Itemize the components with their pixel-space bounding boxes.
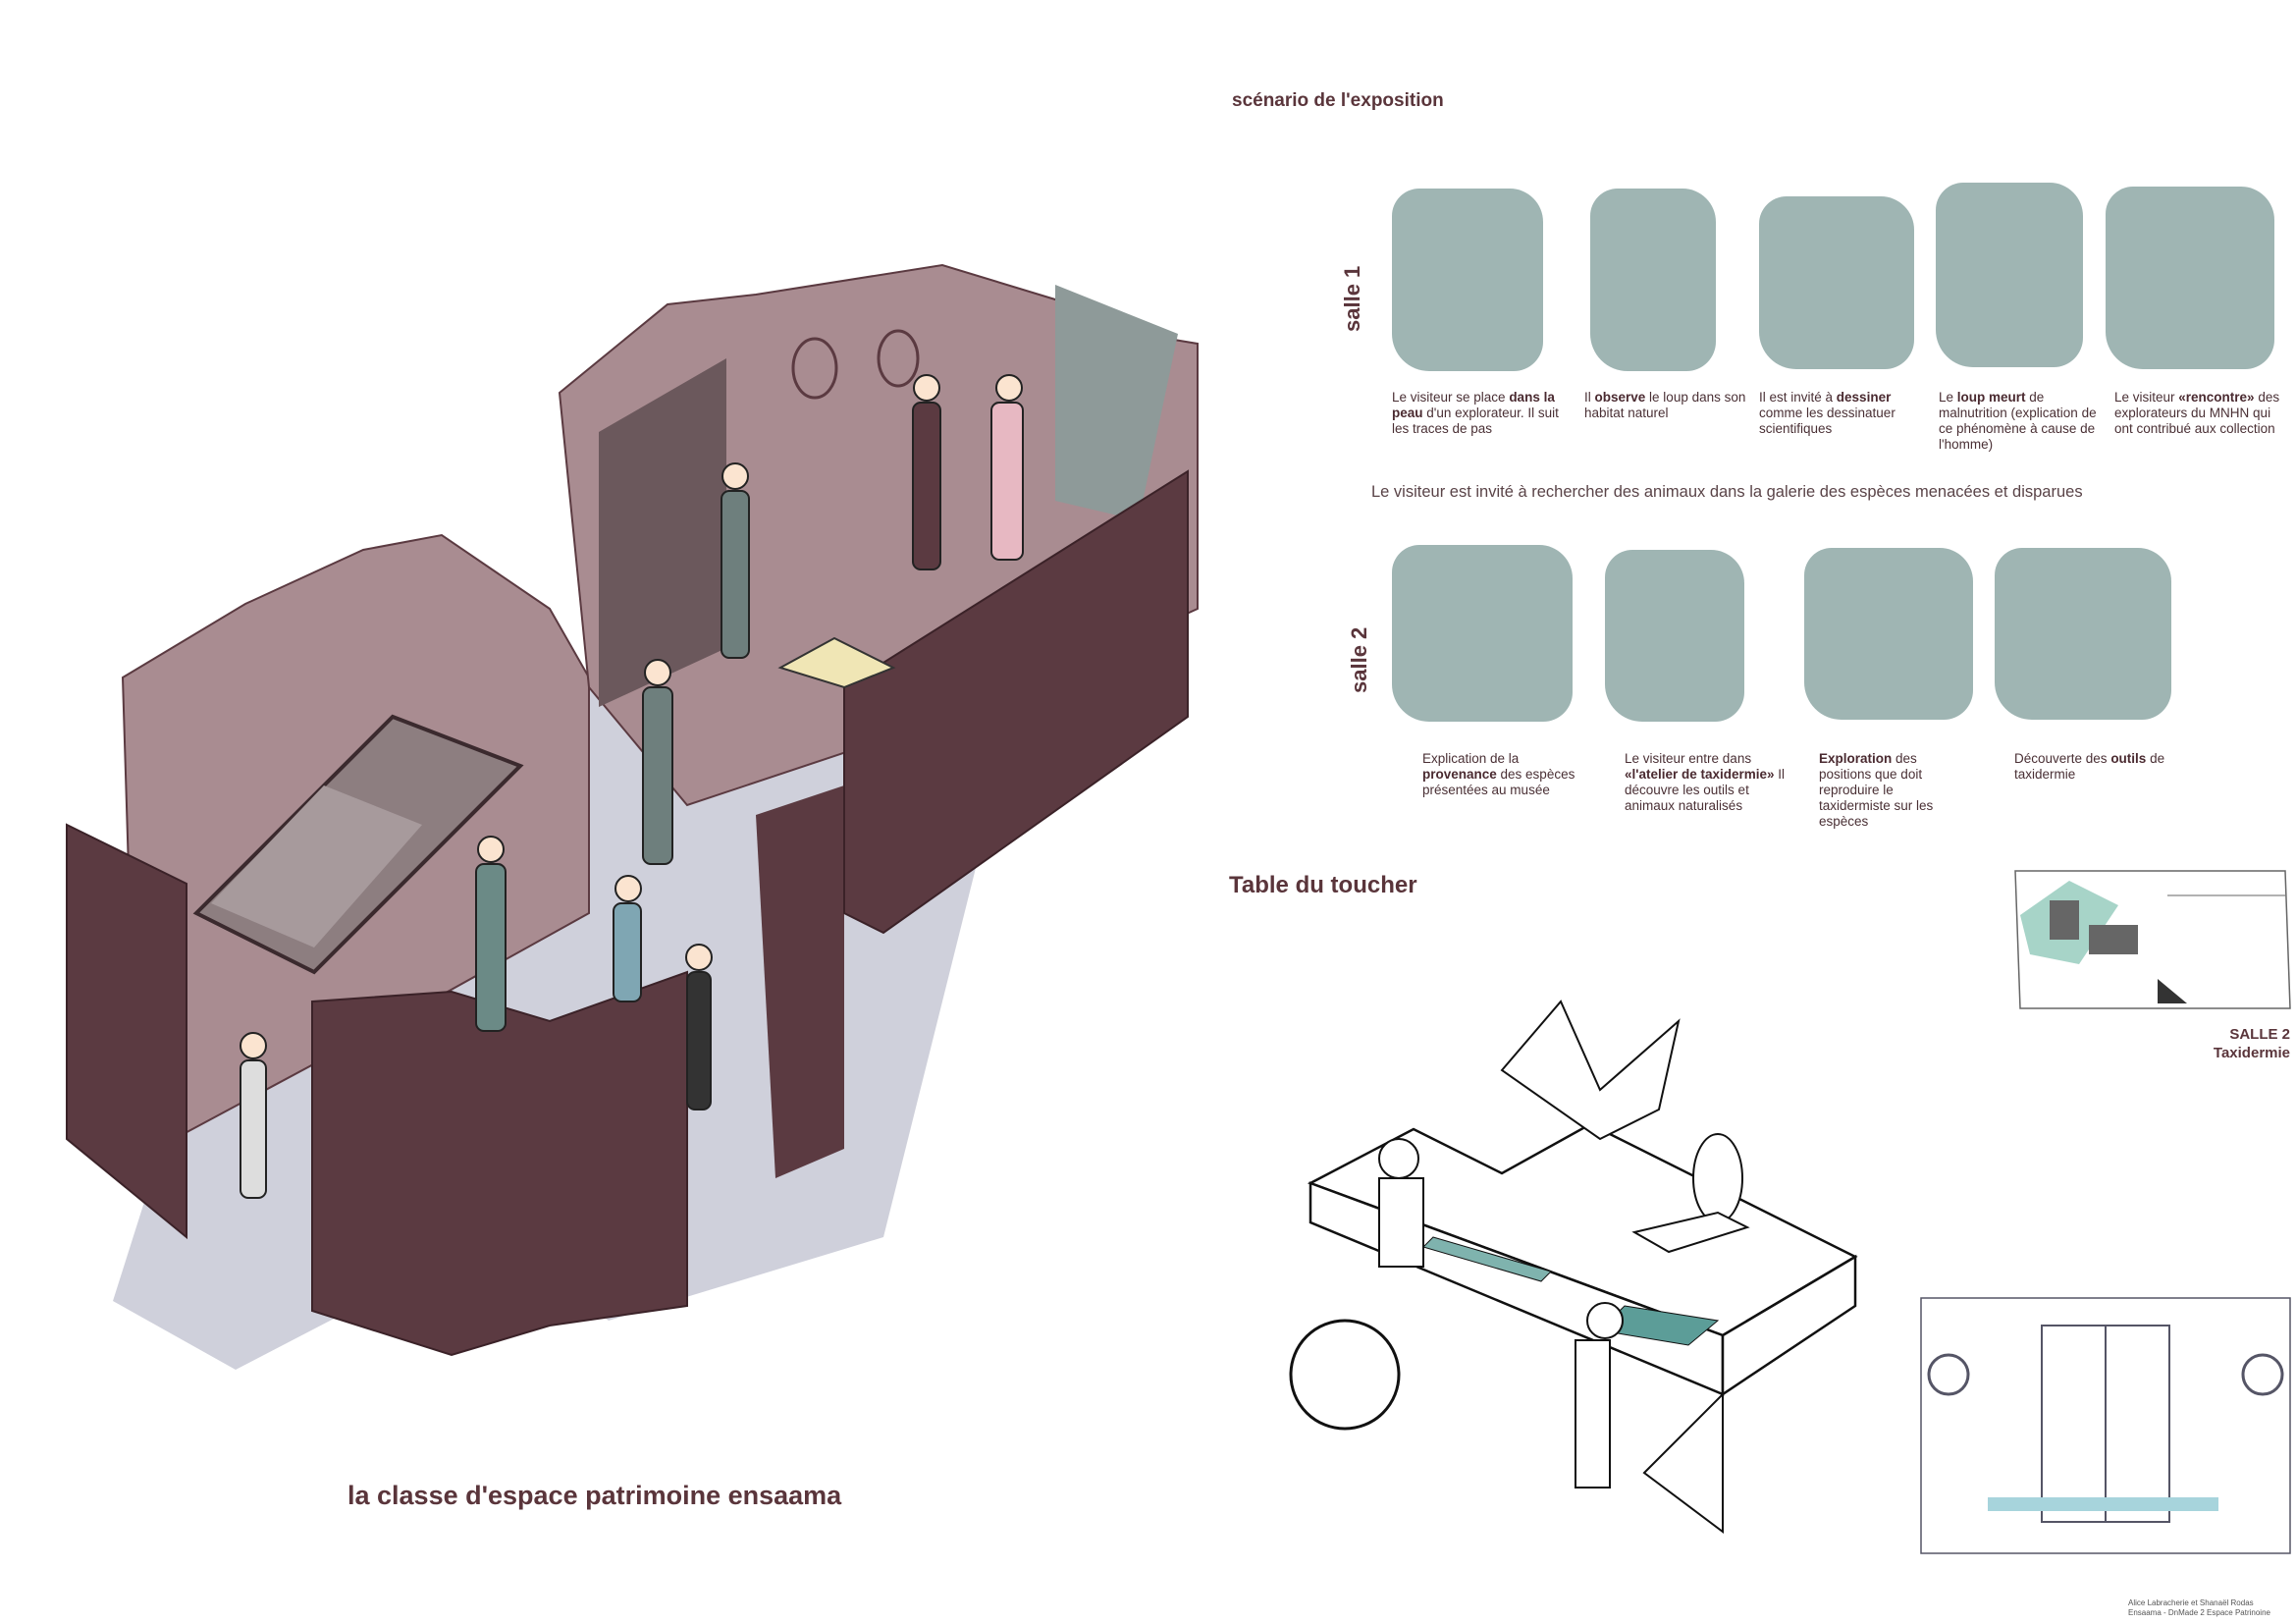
penguin xyxy=(1692,1133,1743,1223)
plan-label-taxidermie: Taxidermie xyxy=(2213,1045,2290,1061)
panel-explorers xyxy=(2106,187,2274,369)
panel-positions xyxy=(1804,548,1973,720)
vitrine-glass xyxy=(211,785,422,947)
dark-door-1 xyxy=(599,358,726,707)
touch-table-illustration xyxy=(1289,1000,1858,1534)
table-yellow xyxy=(777,636,896,689)
salle1-step-1: Le visiteur se place dans la peau d'un e… xyxy=(1392,390,1559,436)
window-grey xyxy=(1055,285,1178,520)
salle2-step-4: Découverte des outils de taxidermie xyxy=(2014,751,2165,782)
panel-wolf-dies xyxy=(1936,183,2083,367)
credits-authors: Alice Labracherie et Shanaël Rodas xyxy=(2128,1598,2254,1607)
isometric-room-illustration xyxy=(66,263,1199,1370)
table-title: Table du toucher xyxy=(1229,872,1417,898)
panel-pelt xyxy=(1605,550,1744,722)
panel-wolf-observe xyxy=(1590,189,1716,371)
main-caption: la classe d'espace patrimoine ensaama xyxy=(347,1481,842,1510)
salle2-step-3: Exploration des positions que doit repro… xyxy=(1819,751,1934,829)
salle1-step-2: Il observe le loup dans son habitat natu… xyxy=(1584,390,1746,420)
salle1-step-3: Il est invité à dessiner comme les dessi… xyxy=(1759,390,1896,436)
panel-explorer-footprints xyxy=(1392,189,1543,371)
front-wall-right xyxy=(843,469,1189,935)
transition-text: Le visiteur est invité à rechercher des … xyxy=(1371,483,2083,501)
salle2-step-2: Le visiteur entre dans «l'atelier de tax… xyxy=(1625,751,1786,813)
plan-label-salle: SALLE 2 xyxy=(2229,1026,2290,1043)
front-wall-mid xyxy=(756,785,844,1178)
credits: Alice Labracherie et Shanaël Rodas Ensaa… xyxy=(2128,1598,2270,1618)
facade-elevation xyxy=(1920,1297,2291,1554)
credits-school: Ensaama - DnMade 2 Espace Patrinoine xyxy=(2128,1608,2270,1617)
medallion xyxy=(877,329,920,388)
medallion xyxy=(791,337,838,400)
panel-tools xyxy=(1995,548,2171,720)
salle1-step-5: Le visiteur «rencontre» des explorateurs… xyxy=(2114,390,2280,436)
panel-crate xyxy=(1392,545,1573,722)
scenario-title: scénario de l'exposition xyxy=(1232,90,1444,111)
wheelchair-wheel xyxy=(1289,1319,1401,1431)
visitors xyxy=(240,374,1024,1199)
salle1-step-4: Le loup meurt de malnutrition (explicati… xyxy=(1939,390,2097,452)
front-wall-left xyxy=(66,823,187,1240)
salle2-step-1: Explication de la provenance des espèces… xyxy=(1422,751,1575,797)
room-plan-map xyxy=(2014,870,2291,1009)
salle1-label: salle 1 xyxy=(1340,265,1364,332)
eagle xyxy=(1500,1000,1681,1141)
panel-drawing xyxy=(1759,196,1914,369)
salle2-label: salle 2 xyxy=(1347,626,1371,693)
